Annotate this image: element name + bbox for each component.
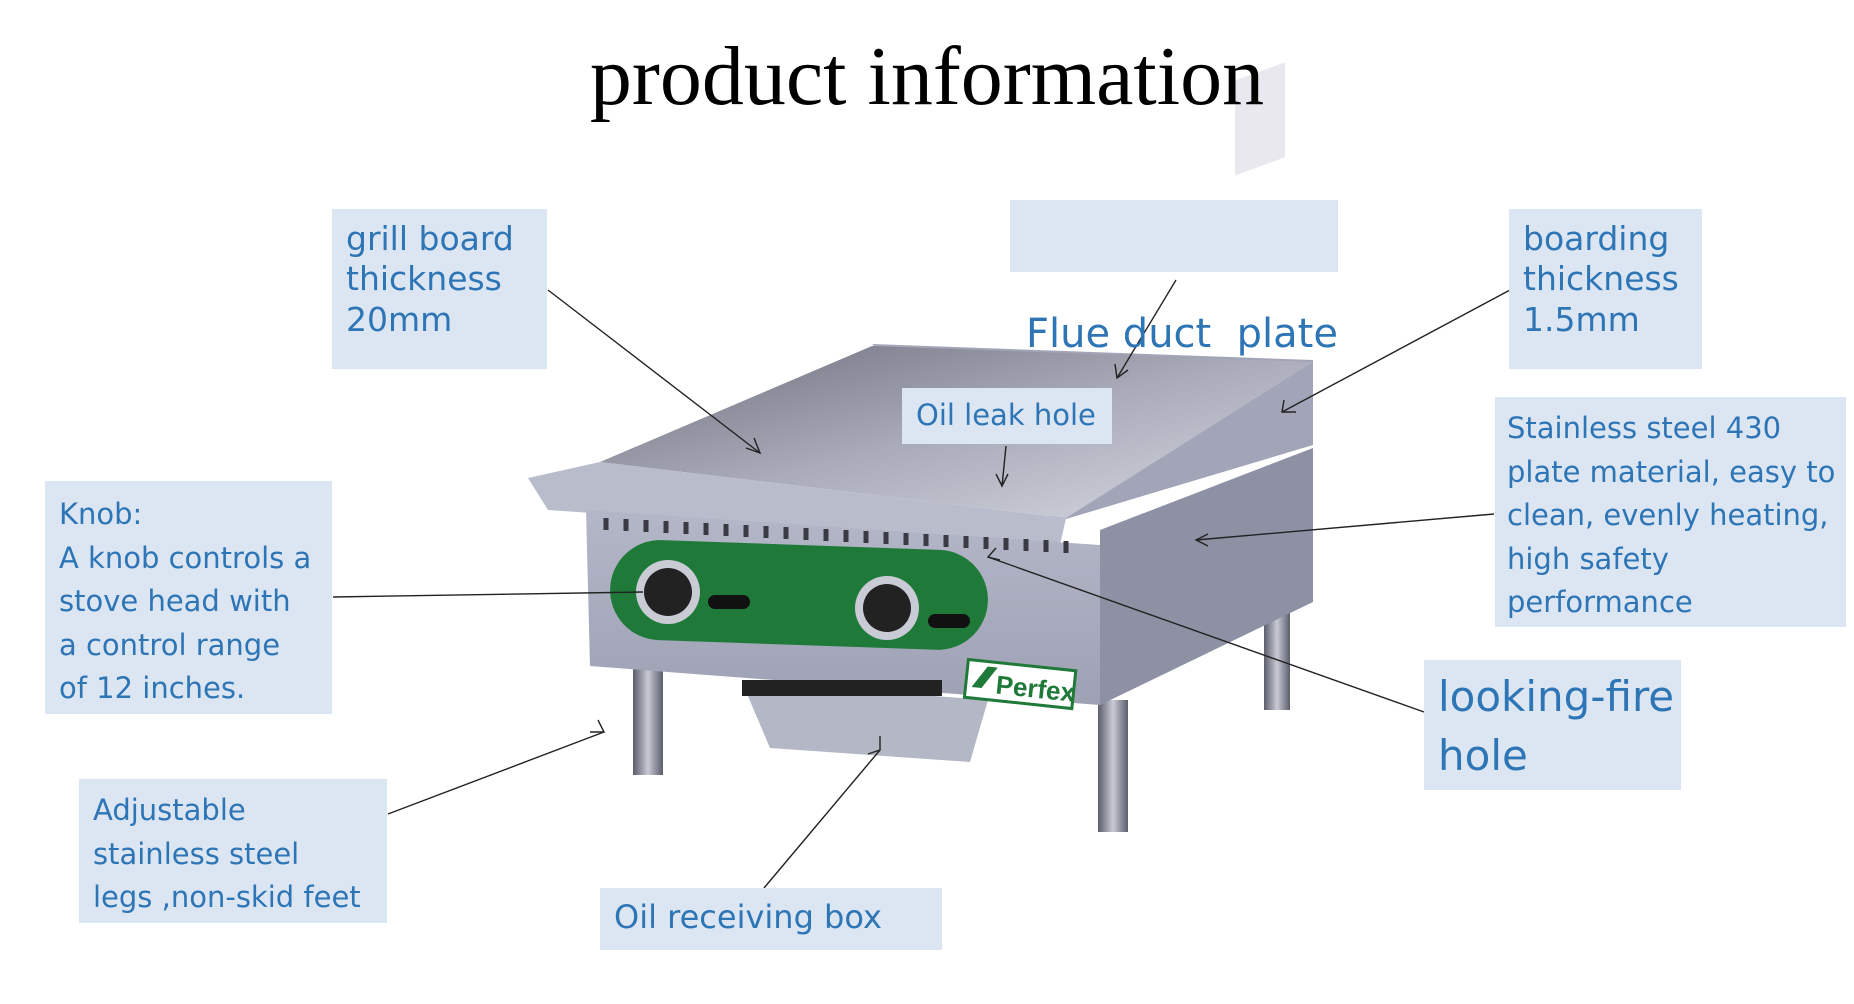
front-lip [528, 462, 1066, 545]
label-line: 20mm [346, 299, 453, 339]
label-line: plate material, easy to [1507, 454, 1836, 489]
label-line: Oil leak hole [916, 398, 1096, 432]
label-oil-leak-hole: Oil leak hole [902, 388, 1112, 444]
label-line: hole [1438, 730, 1528, 780]
label-line: stainless steel [93, 836, 300, 871]
leader-lines [332, 279, 1511, 889]
oil-drawer [742, 682, 988, 762]
page-title: product information [589, 30, 1265, 123]
side-panel [1100, 448, 1313, 705]
label-line: Knob: [59, 497, 143, 531]
label-line: a control range [59, 627, 281, 662]
label-line: performance [1507, 585, 1693, 619]
vent-slots [603, 518, 1069, 553]
label-line: clean, evenly heating, [1507, 498, 1829, 532]
label-flue-duct-plate: Flue duct plate [1010, 200, 1338, 357]
brand-badge: Perfex [962, 657, 1078, 711]
label-looking-fire-hole: looking-fire hole [1424, 660, 1681, 790]
label-knob: Knob: A knob controls a stove head with … [45, 481, 332, 714]
label-line: high safety [1507, 541, 1669, 576]
label-boarding-thickness: boarding thickness 1.5mm [1509, 209, 1702, 369]
label-line: legs ,non-skid feet [93, 880, 361, 914]
label-line: Adjustable [93, 793, 246, 827]
label-line: Oil receiving box [614, 898, 882, 936]
knob-right [855, 576, 970, 640]
label-line: A knob controls a [59, 540, 312, 575]
label-line: Stainless steel 430 [1507, 411, 1782, 445]
label-stainless-steel: Stainless steel 430 plate material, easy… [1495, 397, 1846, 627]
label-line: thickness [346, 259, 502, 299]
label-adjustable-legs: Adjustable stainless steel legs ,non-ski… [79, 779, 387, 923]
label-line: grill board [346, 219, 514, 258]
label-line: thickness [1523, 259, 1679, 299]
label-line: looking-fire [1438, 672, 1675, 721]
side-sticker [1235, 62, 1285, 176]
arrow-heads [590, 363, 1296, 755]
label-line: of 12 inches. [59, 671, 246, 705]
knob-left [636, 560, 750, 624]
label-line: stove head with [59, 584, 291, 618]
label-grill-board-thickness: grill board thickness 20mm [332, 209, 547, 369]
label-line: boarding [1523, 219, 1670, 258]
label-oil-receiving-box: Oil receiving box [600, 888, 942, 950]
label-line: 1.5mm [1523, 299, 1640, 339]
label-line: Flue duct plate [1026, 310, 1338, 357]
